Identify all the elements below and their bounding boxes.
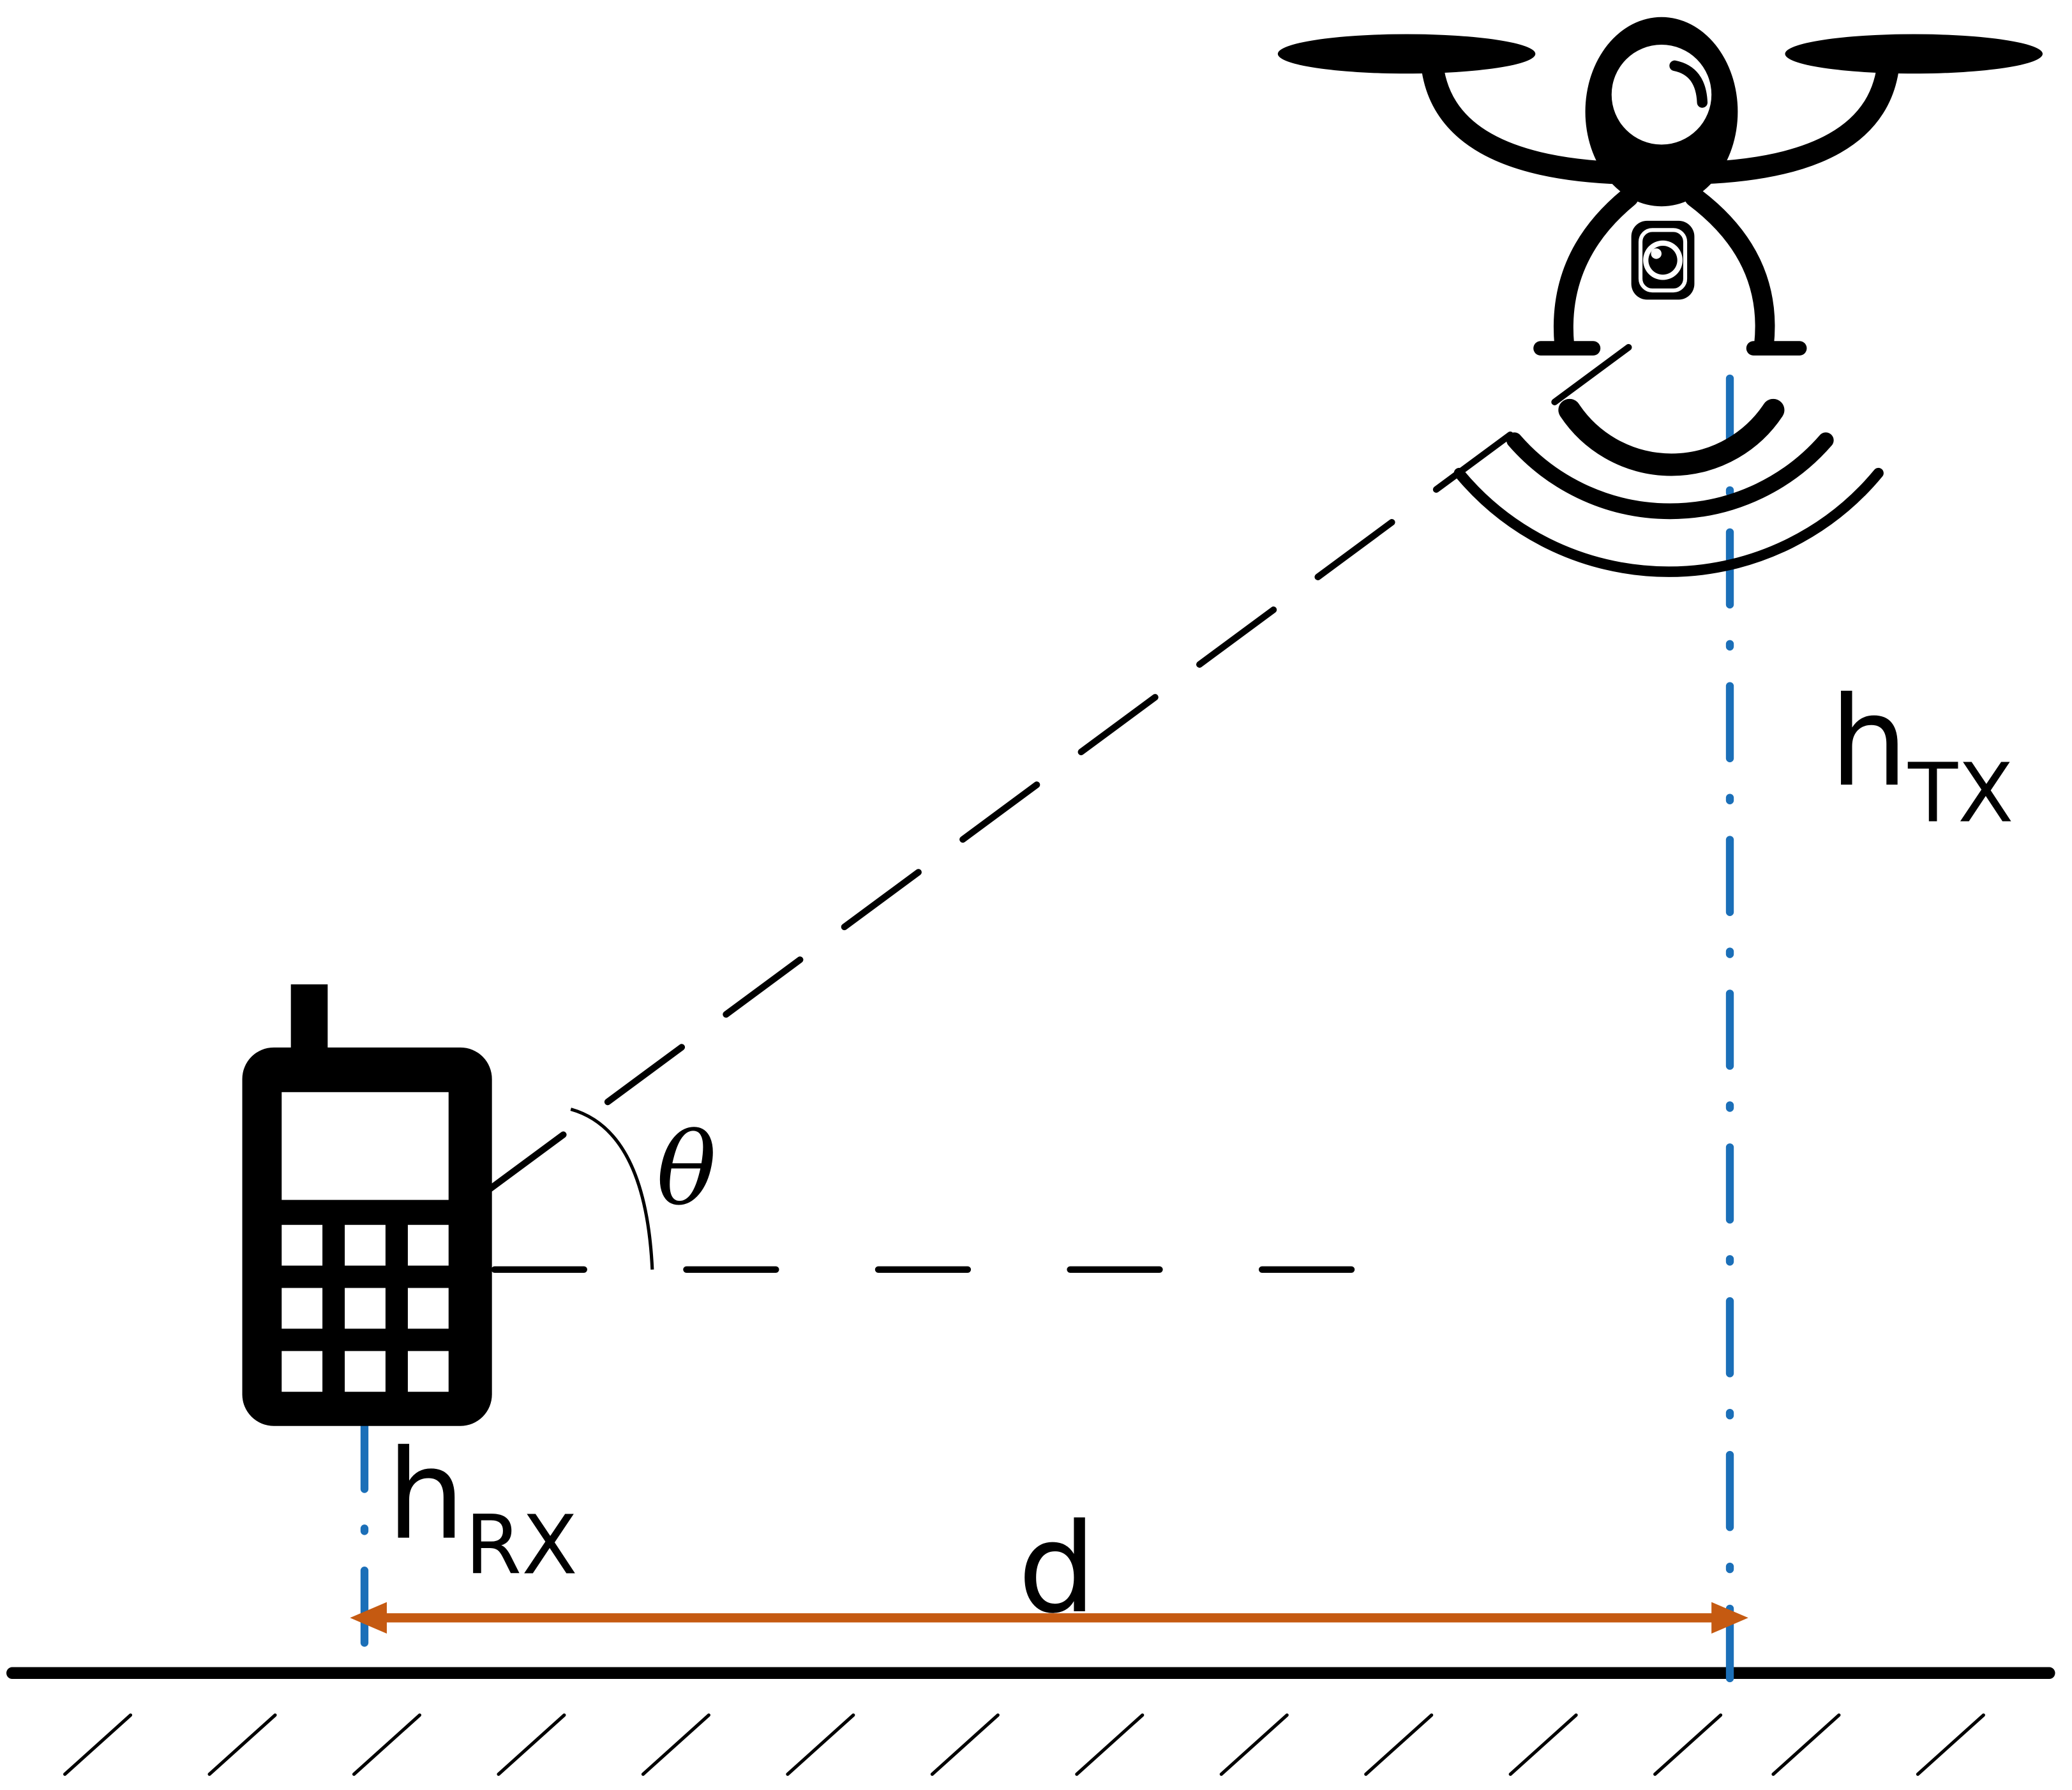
ground-hatching <box>63 1713 1985 1776</box>
transmitter-height-subscript: TX <box>1907 747 2013 841</box>
transmitter-height-label: hTX <box>1829 670 2013 841</box>
mobile-phone-icon <box>242 984 492 1426</box>
signal-wave-middle <box>1506 432 1834 520</box>
drone-camera <box>1631 220 1695 300</box>
distance-label: d <box>1018 1496 1097 1641</box>
signal-wave-outer <box>1453 467 1884 577</box>
phone-screen <box>282 1092 449 1200</box>
drone-dome-highlight <box>1669 60 1708 108</box>
elevation-angle-label: θ <box>656 1111 716 1228</box>
drone-arms <box>1420 47 1900 185</box>
signal-waves-icon <box>1453 398 1884 577</box>
drone-legs <box>1554 187 1775 354</box>
transmitter-height-symbol: h <box>1829 670 1908 814</box>
receiver-height-symbol: h <box>387 1423 465 1567</box>
distance-arrowhead-right <box>1711 1602 1748 1634</box>
signal-wave-inner <box>1558 398 1785 476</box>
distance-arrow <box>350 1602 1748 1634</box>
distance-arrowhead-left <box>350 1602 387 1634</box>
elevation-angle-arc <box>570 1108 654 1270</box>
receiver-height-subscript: RX <box>465 1498 578 1593</box>
phone-keypad <box>282 1224 449 1392</box>
ground <box>6 1667 2055 1776</box>
receiver-height-label: hRX <box>387 1423 578 1593</box>
line-of-sight <box>486 341 1636 1193</box>
drone-propellers <box>1277 34 2043 74</box>
drone-icon <box>1277 17 2043 356</box>
